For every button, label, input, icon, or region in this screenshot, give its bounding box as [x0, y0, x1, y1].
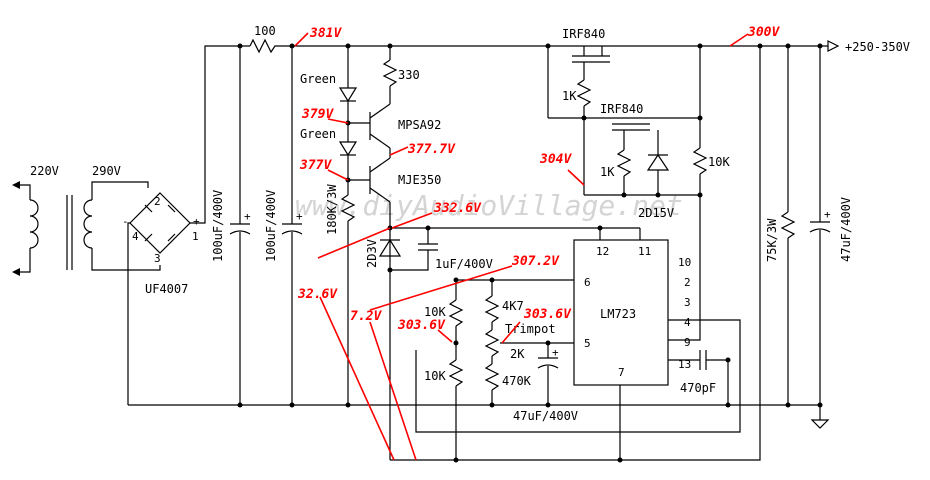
- lm723-ic: LM723 12 11 6 5 7 10 2 3 4 9 13 470pF: [415, 228, 741, 460]
- transformer: 220V 290V: [12, 164, 161, 276]
- bridge-pin-4: 4: [132, 230, 139, 243]
- q-mpsa92-label: MPSA92: [398, 118, 441, 132]
- r-4k7-label: 4K7: [502, 299, 524, 313]
- trimpot-label: Trimpot: [505, 322, 556, 336]
- r-330-label: 330: [398, 68, 420, 82]
- bridge-pin-2: 2: [154, 195, 161, 208]
- mosfet-top: IRF840 1K: [547, 27, 610, 195]
- r-470k-label: 470K: [502, 374, 532, 388]
- voltage-381v: 381V: [309, 26, 342, 41]
- svg-text:+: +: [244, 210, 251, 223]
- ic-pin-2: 2: [684, 276, 691, 289]
- voltage-303-6v-a: 303.6V: [397, 318, 446, 333]
- voltage-32-6v: 32.6V: [297, 287, 338, 302]
- ic-pin-12: 12: [596, 245, 609, 258]
- secondary-voltage-label: 290V: [92, 164, 121, 178]
- cap-470pf-label: 470pF: [680, 381, 716, 395]
- r-1k-top-label: 1K: [562, 89, 577, 103]
- voltage-annotations: 381V 300V 379V 377.7V 377V 304V 332.6V 3…: [297, 25, 780, 333]
- cap-100uf-b-label: 100uF/400V: [264, 190, 278, 262]
- ic-pin-7: 7: [618, 366, 625, 379]
- ic-pin-13: 13: [678, 358, 691, 371]
- voltage-379v: 379V: [301, 107, 334, 122]
- r-180k-label: 180K/3W: [325, 184, 339, 235]
- voltage-377v: 377V: [299, 158, 332, 173]
- output-arrow-icon: [827, 40, 840, 52]
- bridge-plus: +: [193, 215, 200, 228]
- mosfet-bottom-label: IRF840: [600, 102, 643, 116]
- ic-pin-6: 6: [584, 276, 591, 289]
- voltage-304v: 304V: [539, 152, 572, 167]
- voltage-377-7v: 377.7V: [407, 142, 456, 157]
- cap-100uf-b: + 100uF/400V: [264, 46, 303, 405]
- svg-text:+: +: [296, 210, 303, 223]
- bridge-label: UF4007: [145, 282, 188, 296]
- r-2k-label: 2K: [510, 347, 525, 361]
- zener-2d3v-label: 2D3V: [365, 239, 379, 268]
- resistor-100-label: 100: [254, 24, 276, 38]
- arrow-in-bottom-icon: [12, 268, 20, 276]
- transistor-stack: 330 MPSA92 MJE350: [348, 46, 441, 460]
- cap-47uf-mid-label: 47uF/400V: [513, 409, 578, 423]
- r-75k-label: 75K/3W: [765, 218, 779, 262]
- r-10k-b-label: 10K: [424, 369, 446, 383]
- voltage-303-6v-b: 303.6V: [523, 307, 572, 322]
- ic-pin-3: 3: [684, 296, 691, 309]
- arrow-in-top-icon: [12, 181, 20, 189]
- svg-text:+: +: [552, 346, 559, 359]
- junction-dots: [237, 43, 823, 463]
- output-voltage-label: +250-350V: [845, 40, 910, 54]
- ic-pin-10: 10: [678, 256, 691, 269]
- bridge-pin-1: 1: [192, 230, 199, 243]
- q-mje350-label: MJE350: [398, 173, 441, 187]
- r-10k-a-label: 10K: [424, 305, 446, 319]
- ic-pin-5: 5: [584, 337, 591, 350]
- svg-text:+: +: [824, 208, 831, 221]
- bridge-minus: -: [122, 215, 129, 228]
- output-section: 75K/3W + 47uF/400V: [765, 46, 853, 429]
- voltage-300v: 300V: [747, 25, 780, 40]
- r-10k-right-label: 10K: [708, 155, 730, 169]
- led-string: Green Green 180K/3W: [300, 46, 358, 405]
- resistor-100: 100: [249, 24, 278, 54]
- bridge-rectifier: 2 3 4 1 - + UF4007: [122, 192, 200, 296]
- ic-pin-11: 11: [638, 245, 651, 258]
- led-bottom-label: Green: [300, 127, 336, 141]
- ic-pin-4: 4: [684, 316, 691, 329]
- voltage-7-2v: 7.2V: [350, 309, 382, 324]
- led-top-label: Green: [300, 72, 336, 86]
- cap-100uf-a: + 100uF/400V: [211, 46, 251, 405]
- feedback-network: 10K 10K 4K7 Trimpot 2K 470K + 47uF/400V: [390, 46, 761, 461]
- cap-47uf-out-label: 47uF/400V: [839, 197, 853, 262]
- voltage-307-2v: 307.2V: [511, 254, 560, 269]
- primary-voltage-label: 220V: [30, 164, 59, 178]
- ic-pin-9: 9: [684, 336, 691, 349]
- voltage-332-6v: 332.6V: [433, 201, 482, 216]
- cap-100uf-a-label: 100uF/400V: [211, 190, 225, 262]
- voltage-leaders: [294, 32, 749, 461]
- cap-1uf-label: 1uF/400V: [435, 257, 493, 271]
- bridge-pin-3: 3: [154, 252, 161, 265]
- mosfet-top-label: IRF840: [562, 27, 605, 41]
- ic-name-label: LM723: [600, 307, 636, 321]
- r-1k-bottom-label: 1K: [600, 165, 615, 179]
- ground-icon: [810, 419, 830, 429]
- zener-2d15v-label: 2D15V: [638, 206, 674, 220]
